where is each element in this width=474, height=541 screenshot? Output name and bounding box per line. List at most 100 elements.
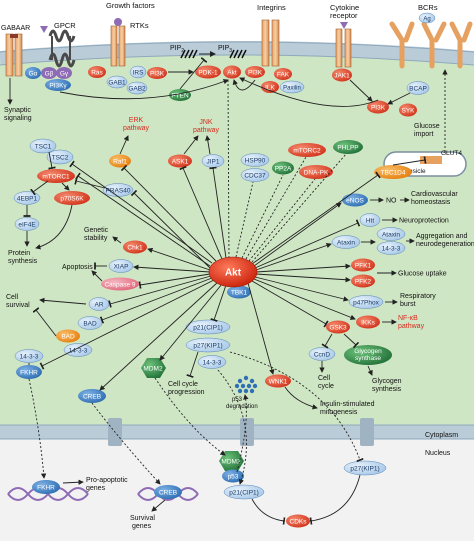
- caspase9-node: [101, 277, 139, 291]
- g-alpha-label: Gα: [29, 71, 38, 78]
- gpcr-label: GPCR: [54, 21, 76, 30]
- fkhr-nucleus-label: FKHR: [37, 485, 55, 492]
- chk1-node: [123, 240, 147, 254]
- syk-node: [399, 103, 417, 117]
- g-gamma-node: [56, 67, 72, 79]
- gabaa-receptor: [5, 33, 23, 77]
- creb-node: [78, 389, 106, 403]
- akt-links: [39, 79, 381, 391]
- pdk1-node: [195, 65, 221, 79]
- gsk3-to-cond-inhibition: [321, 333, 333, 349]
- gaba-label: GABAAR: [1, 25, 30, 32]
- pi3k-cytokine-to-akt-arrow: [239, 77, 379, 107]
- 14-3-3-ataxin-node: [376, 241, 406, 255]
- tsc2-node: [46, 149, 74, 165]
- akt-center-label: Akt: [225, 268, 242, 279]
- jak1-label: JAK1: [334, 73, 350, 80]
- dna-helix-left: [7, 487, 89, 501]
- p21-node: [185, 319, 231, 335]
- hsp90-label: HSP90: [245, 158, 266, 165]
- nuclear-envelope: [0, 425, 474, 439]
- p47phox-label: p47Phox: [353, 300, 379, 307]
- ikks-node: [356, 315, 380, 329]
- misc-links: [23, 135, 427, 485]
- irs-node: [129, 65, 147, 79]
- akt-center-node: [208, 256, 258, 288]
- 4ebp1-label: 4EBP1: [17, 196, 38, 203]
- p27-nucleus-label: p27(KIP1): [350, 466, 379, 473]
- 14-3-3-ataxin-label: 14-3-3: [382, 246, 401, 253]
- cytoplasm-text: Cytoplasm: [425, 432, 458, 439]
- jak1-to-pi3k-arrow: [349, 79, 373, 102]
- wnk1-label: WNK1: [269, 379, 288, 386]
- enos-node: [342, 193, 368, 207]
- fkhr-to-genes-arrow: [62, 479, 84, 485]
- pip3-label: PIP3: [218, 45, 232, 54]
- bcrs-label: BCRs: [418, 3, 438, 12]
- bcap-to-pi3k-arrow: [387, 92, 411, 105]
- bad-orange-label: BAD: [61, 334, 75, 341]
- mtorc2-label: mTORC2: [293, 148, 321, 155]
- ataxin-b-label: Ataxin: [382, 232, 400, 239]
- mtorc1-label: mTORC1: [42, 174, 70, 181]
- ras-label: Ras: [91, 70, 103, 77]
- ar-to-survival-arrow: [39, 297, 87, 305]
- pi3k-cytokine-label: PI3K: [371, 105, 386, 112]
- pip2-lipids: [180, 49, 198, 59]
- p53-degradation-dots: [234, 375, 258, 394]
- jip1-label: JIP1: [206, 159, 219, 166]
- dnapk-node: [299, 165, 333, 179]
- p27-node: [185, 337, 231, 353]
- integrins-label: Integrins: [257, 3, 286, 12]
- tsc2-label: TSC2: [52, 155, 69, 162]
- pi3kg-to-akt-arrow: [59, 79, 229, 100]
- hsp90-node: [240, 153, 270, 167]
- creb-label: CREB: [83, 394, 101, 401]
- pdk1-label: PDK-1: [198, 70, 218, 77]
- pi3k-integrin-node: [245, 66, 265, 78]
- xiap-label: XIAP: [114, 264, 129, 271]
- pten-inhibition: [179, 57, 208, 90]
- glut4-transporter: [420, 156, 442, 164]
- wnk1-node: [265, 374, 291, 388]
- bcap-label: BCAP: [409, 86, 427, 93]
- fkhr-nucleus-node: [32, 480, 60, 494]
- pten-node: [169, 89, 191, 101]
- p70s6k-label: p70S6K: [60, 196, 84, 203]
- p27-nucleus-node: [343, 460, 387, 476]
- ag-node: [418, 12, 436, 24]
- tbc1d4-node: [374, 165, 412, 179]
- mtorc1-node: [37, 169, 75, 183]
- glucose-uptake-text: Glucose uptake: [398, 271, 447, 278]
- glut4-label: GLUT4: [441, 150, 462, 157]
- 14-3-3-bad-node: [63, 343, 93, 357]
- htt-label: Htt: [366, 218, 375, 225]
- pi3k-cytokine-node: [367, 100, 389, 114]
- fak-node: [274, 68, 292, 80]
- ilk-node: [261, 81, 279, 93]
- g-alpha-node: [25, 67, 41, 79]
- g-gamma-label: Gγ: [60, 71, 69, 78]
- pi3k-integrin-to-akt-arrow: [232, 79, 256, 91]
- cond-label: CcnD: [314, 352, 331, 359]
- pi3k-gamma-label: PI3Kγ: [49, 83, 67, 90]
- paxillin-node: [279, 80, 305, 94]
- pi3k-integrin-label: PI3K: [248, 70, 263, 77]
- p27-label: p27(KIP1): [193, 343, 222, 350]
- gsk3-to-gs-inhibition: [343, 333, 360, 349]
- membrane-edge-inner: [0, 54, 474, 66]
- pi3k-gamma-node: [45, 79, 71, 91]
- mdm2-node: [141, 358, 166, 378]
- bad-orange-node: [56, 329, 80, 343]
- 14-3-3-p27-node: [197, 355, 227, 369]
- ataxin-a-node: [331, 235, 361, 249]
- p47phox-node: [348, 295, 384, 309]
